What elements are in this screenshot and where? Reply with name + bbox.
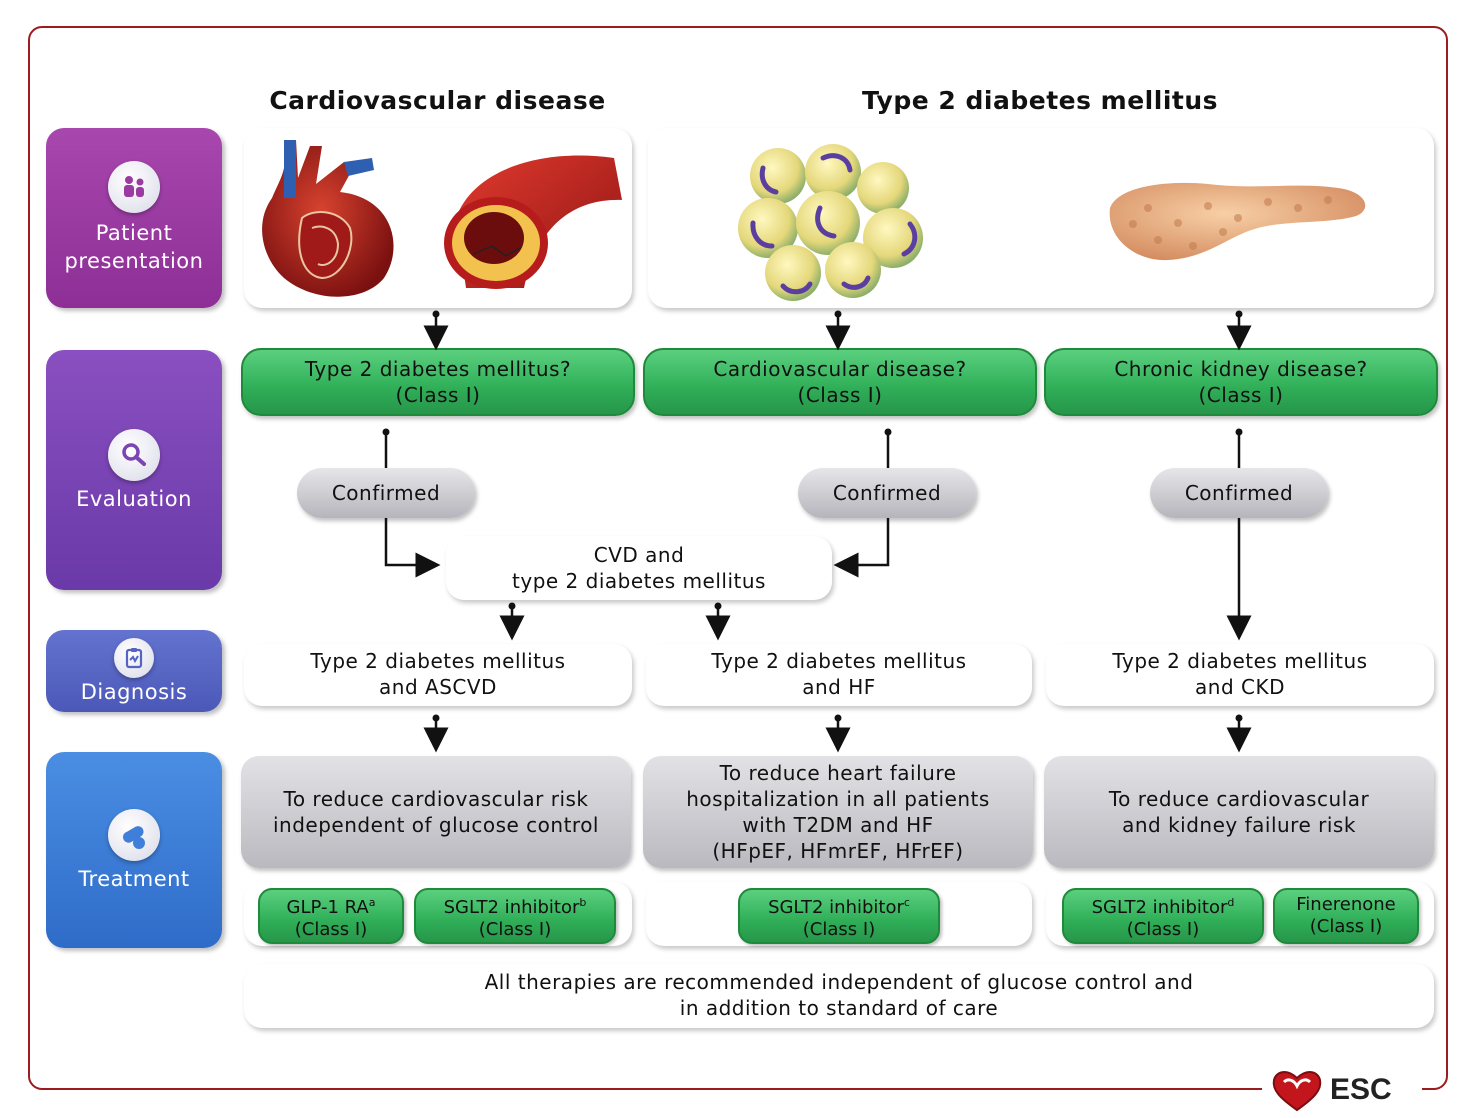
finerenone-name: Finerenone [1296,894,1396,915]
goal-ascvd-line2: independent of glucose control [273,813,599,837]
diagnosis-ascvd: Type 2 diabetes mellitus and ASCVD [244,644,632,706]
eval-ckd-line2: (Class I) [1198,383,1284,407]
sglt2-c-footnote: c [903,895,910,909]
eval-cvd-line2: (Class I) [797,383,883,407]
esc-logo-text: ESC [1330,1073,1392,1106]
t2dm-heading: Type 2 diabetes mellitus [861,86,1219,115]
heart-illustration [262,140,622,297]
confirmed-pill-cvd: Confirmed [798,468,976,518]
goal-ckd-line1: To reduce cardiovascular [1108,787,1370,811]
magnifier-icon [108,429,160,481]
combined-cvd-t2dm-box: CVD and type 2 diabetes mellitus [446,536,832,600]
footer-line1: All therapies are recommended independen… [484,970,1194,994]
sglt2-c-class: (Class I) [802,918,876,940]
diagnosis-hf-line2: and HF [802,675,876,699]
glp1-class: (Class I) [294,918,368,940]
diagnosis-hf-line1: Type 2 diabetes mellitus [711,649,967,673]
sglt2-c-name: SGLT2 inhibitor [768,896,904,918]
eval-cvd-line1: Cardiovascular disease? [713,357,967,381]
goal-hf-line4: (HFpEF, HFmrEF, HFrEF) [712,839,964,863]
diagnosis-ascvd-line2: and ASCVD [379,675,497,699]
side-label-treatment: Treatment [46,752,222,948]
finerenone-class: (Class I) [1309,916,1383,937]
treatment-goal-ckd: To reduce cardiovascular and kidney fail… [1044,756,1434,868]
diagnosis-ascvd-line1: Type 2 diabetes mellitus [310,649,566,673]
diagnosis-ckd-line1: Type 2 diabetes mellitus [1112,649,1368,673]
sglt2-d-footnote: d [1227,895,1235,909]
drug-sglt2-b: SGLT2 inhibitorb (Class I) [414,888,616,944]
diagnosis-ckd: Type 2 diabetes mellitus and CKD [1046,644,1434,706]
esc-heart-icon [1272,1071,1322,1112]
drug-sglt2-d: SGLT2 inhibitord (Class I) [1062,888,1264,944]
outer-frame [28,26,1448,1090]
cvd-heading: Cardiovascular disease [269,86,606,115]
eval-ckd-line1: Chronic kidney disease? [1114,357,1368,381]
presentation-label: Patient presentation [64,221,204,273]
diagnosis-hf: Type 2 diabetes mellitus and HF [646,644,1032,706]
drug-glp1-ra: GLP-1 RAa (Class I) [258,888,404,944]
eval-t2dm-line1: Type 2 diabetes mellitus? [304,357,572,381]
clipboard-icon [114,638,154,678]
side-label-presentation: Patient presentation [46,128,222,308]
glp1-name: GLP-1 RA [286,896,369,918]
footer-line2: in addition to standard of care [679,996,999,1020]
goal-hf-line3: with T2DM and HF [742,813,934,837]
drug-sglt2-c: SGLT2 inhibitorc (Class I) [738,888,940,944]
pill-icon [108,809,160,861]
cvd-image-panel [244,128,632,308]
drug-finerenone: Finerenone (Class I) [1273,888,1419,944]
patient-doctor-icon [108,161,160,213]
goal-hf-line1: To reduce heart failure [719,761,957,785]
diagnosis-ckd-line2: and CKD [1195,675,1285,699]
cells-and-pancreas-illustration [738,144,1366,301]
side-label-evaluation: Evaluation [46,350,222,590]
footer-note-box: All therapies are recommended independen… [244,964,1434,1028]
sglt2-d-class: (Class I) [1126,918,1200,940]
eval-t2dm-line2: (Class I) [395,383,481,407]
goal-ckd-line2: and kidney failure risk [1122,813,1356,837]
side-label-diagnosis: Diagnosis [46,630,222,712]
sglt2-b-name: SGLT2 inhibitor [443,896,580,918]
combined-line1: CVD and [593,543,685,567]
evaluation-label: Evaluation [76,487,192,511]
goal-hf-line2: hospitalization in all patients [686,787,990,811]
sglt2-b-class: (Class I) [478,918,552,940]
t2dm-image-panel [648,128,1434,308]
glp1-footnote: a [368,895,376,909]
treatment-goal-ascvd: To reduce cardiovascular risk independen… [241,756,631,868]
treatment-label: Treatment [78,867,190,891]
confirmed-pill-ckd: Confirmed [1150,468,1328,518]
goal-ascvd-line1: To reduce cardiovascular risk [283,787,589,811]
sglt2-d-name: SGLT2 inhibitor [1091,896,1228,918]
esc-logo: ESC [1262,1066,1422,1114]
diagnosis-label: Diagnosis [80,680,188,704]
confirmed-pill-t2dm: Confirmed [297,468,475,518]
combined-line2: type 2 diabetes mellitus [512,569,766,593]
eval-cvd-question: Cardiovascular disease? (Class I) [643,348,1037,416]
sglt2-b-footnote: b [579,895,587,909]
eval-ckd-question: Chronic kidney disease? (Class I) [1044,348,1438,416]
treatment-goal-hf: To reduce heart failure hospitalization … [643,756,1033,868]
